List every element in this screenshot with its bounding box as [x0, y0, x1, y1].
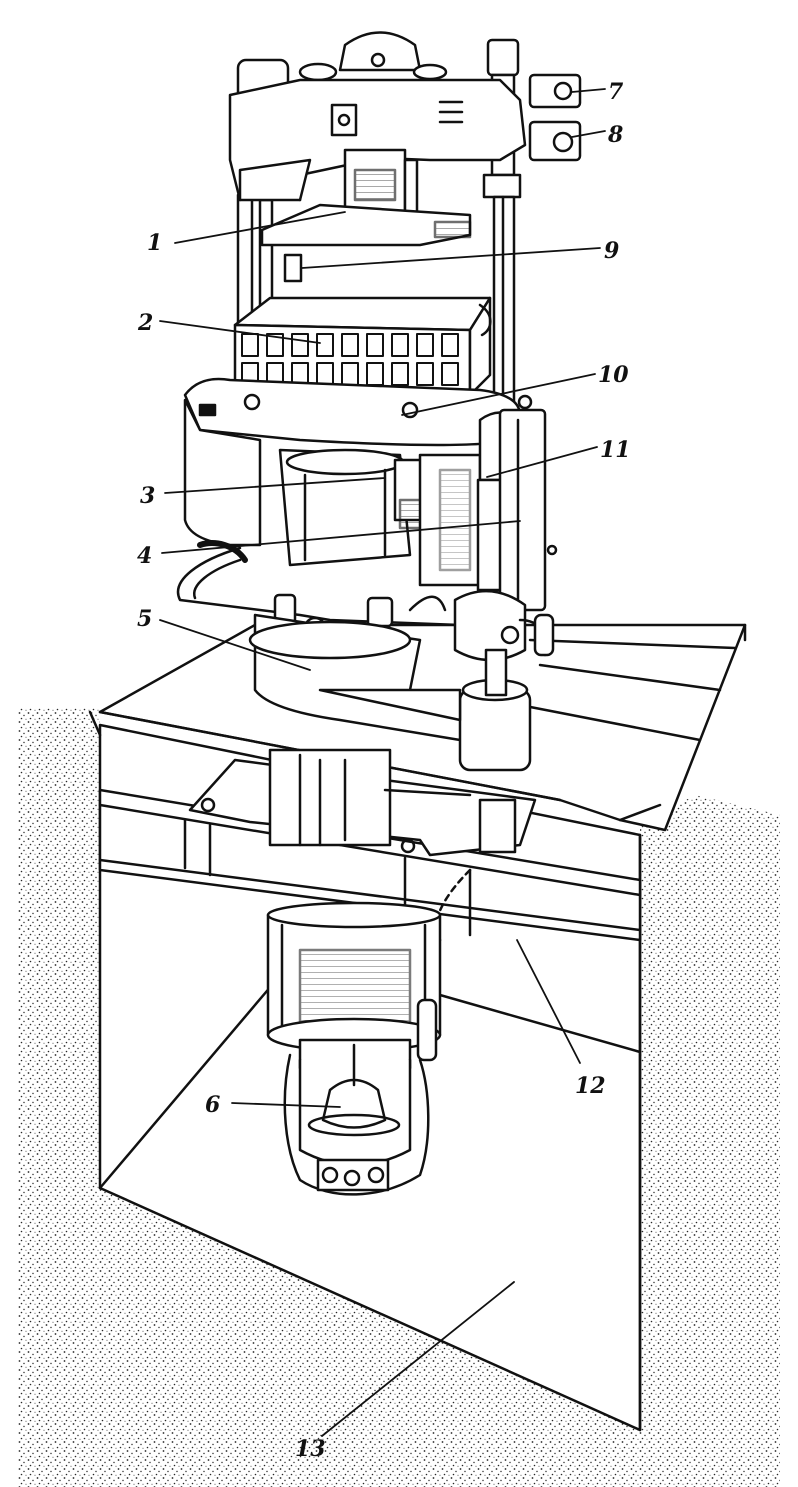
leader-7	[571, 88, 606, 93]
leader-6	[231, 1102, 341, 1108]
mold-cell	[266, 333, 284, 357]
mold-cell	[441, 333, 459, 357]
bottom-cylinder	[283, 1043, 430, 1196]
leader-10	[401, 373, 596, 416]
label-6: 6	[205, 1092, 220, 1118]
leader-13	[321, 1281, 515, 1437]
leader-12	[516, 939, 581, 1064]
callout-labels: 1 2 3 4 5 6 7 8 9 10 11 12 13	[137, 79, 631, 1462]
leader-lines	[159, 88, 606, 1437]
leader-1	[174, 211, 346, 244]
lower-column	[266, 901, 442, 1070]
label-9: 9	[604, 238, 619, 264]
mold-cell	[391, 362, 409, 386]
leader-5	[159, 619, 311, 671]
lower-bracket	[248, 613, 532, 772]
leader-11	[486, 446, 598, 478]
under-floor-column	[268, 748, 517, 854]
mold-cell	[316, 333, 334, 357]
label-10: 10	[598, 362, 629, 388]
mold-box	[233, 296, 492, 397]
mold-cell	[291, 333, 309, 357]
label-12: 12	[575, 1073, 606, 1099]
label-7: 7	[608, 79, 624, 105]
soil-ground	[18, 708, 780, 1487]
label-3: 3	[140, 483, 155, 509]
label-8: 8	[607, 122, 623, 148]
mold-cell	[391, 333, 409, 357]
mold-cell	[366, 333, 384, 357]
leader-4	[161, 520, 521, 554]
label-2: 2	[137, 310, 153, 336]
label-11: 11	[600, 437, 631, 463]
top-crosshead	[228, 31, 582, 202]
label-4: 4	[137, 543, 152, 569]
mold-cell	[441, 362, 459, 386]
leader-3	[164, 477, 386, 494]
leader-9	[301, 247, 601, 269]
mold-cell	[341, 333, 359, 357]
label-13: 13	[295, 1436, 326, 1462]
label-5: 5	[137, 606, 152, 632]
upper-ram	[260, 148, 472, 283]
right-cylinder	[476, 408, 558, 612]
leader-8	[571, 130, 606, 138]
label-1: 1	[147, 230, 162, 256]
leader-2	[159, 320, 321, 344]
mold-cell	[416, 333, 434, 357]
mold-cell	[416, 362, 434, 386]
